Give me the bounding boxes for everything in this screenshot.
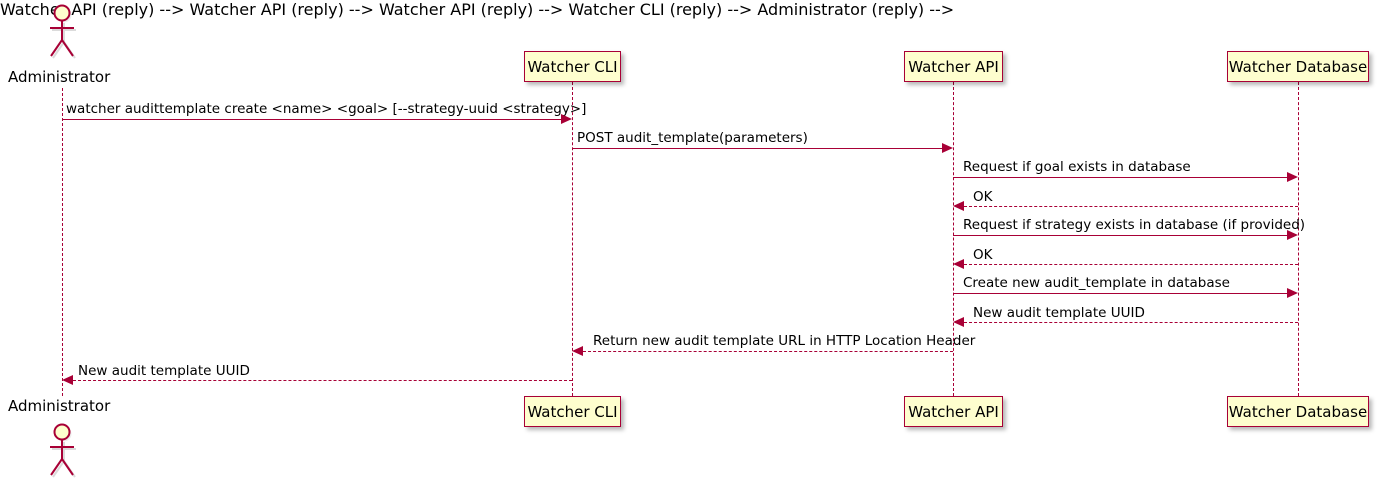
- message-arrowhead-7: [1287, 288, 1298, 298]
- message-label-7: Create new audit_template in database: [963, 275, 1230, 291]
- message-line-10: [73, 380, 572, 381]
- actor-label-administrator-bottom: Administrator: [8, 397, 111, 415]
- message-line-6: [964, 264, 1298, 265]
- message-line-3: [953, 177, 1293, 178]
- lifeline-watcher-cli: [572, 82, 573, 396]
- message-label-2: POST audit_template(parameters): [577, 130, 808, 146]
- message-label-5: Request if strategy exists in database (…: [963, 217, 1306, 233]
- lifeline-administrator: [62, 88, 63, 396]
- message-line-4: [964, 206, 1298, 207]
- message-label-8: New audit template UUID: [973, 305, 1145, 321]
- message-line-1: [62, 119, 567, 120]
- participant-watcher-db-bottom[interactable]: Watcher Database: [1227, 396, 1369, 427]
- actor-administrator-bottom: [42, 423, 82, 479]
- message-label-4: OK: [973, 189, 993, 205]
- message-arrowhead-3: [1287, 172, 1298, 182]
- message-line-7: [953, 293, 1293, 294]
- participant-watcher-api-bottom[interactable]: Watcher API: [904, 396, 1003, 427]
- message-line-5: [953, 235, 1293, 236]
- message-arrowhead-4: [953, 201, 964, 211]
- message-label-6: OK: [973, 247, 993, 263]
- actor-administrator-top: [42, 4, 82, 60]
- actor-label-administrator-top: Administrator: [8, 68, 111, 86]
- message-arrowhead-10: [62, 375, 73, 385]
- message-label-9: Return new audit template URL in HTTP Lo…: [593, 333, 976, 349]
- message-arrowhead-2: [942, 143, 953, 153]
- participant-watcher-cli-bottom[interactable]: Watcher CLI: [524, 396, 621, 427]
- lifeline-watcher-db: [1298, 82, 1299, 396]
- message-arrowhead-1: [561, 114, 572, 124]
- message-arrowhead-5: [1287, 230, 1298, 240]
- lifeline-watcher-api: [953, 82, 954, 396]
- message-arrowhead-9: [572, 346, 583, 356]
- message-label-10: New audit template UUID: [78, 363, 250, 379]
- message-line-9: [583, 351, 953, 352]
- message-line-8: [964, 322, 1298, 323]
- participant-watcher-api-top[interactable]: Watcher API: [904, 51, 1003, 82]
- participant-watcher-db-top[interactable]: Watcher Database: [1227, 51, 1369, 82]
- message-arrowhead-8: [953, 317, 964, 327]
- message-arrowhead-6: [953, 259, 964, 269]
- message-label-1: watcher audittemplate create <name> <goa…: [66, 101, 587, 117]
- message-line-2: [572, 148, 948, 149]
- message-label-3: Request if goal exists in database: [963, 159, 1191, 175]
- participant-watcher-cli-top[interactable]: Watcher CLI: [524, 51, 621, 82]
